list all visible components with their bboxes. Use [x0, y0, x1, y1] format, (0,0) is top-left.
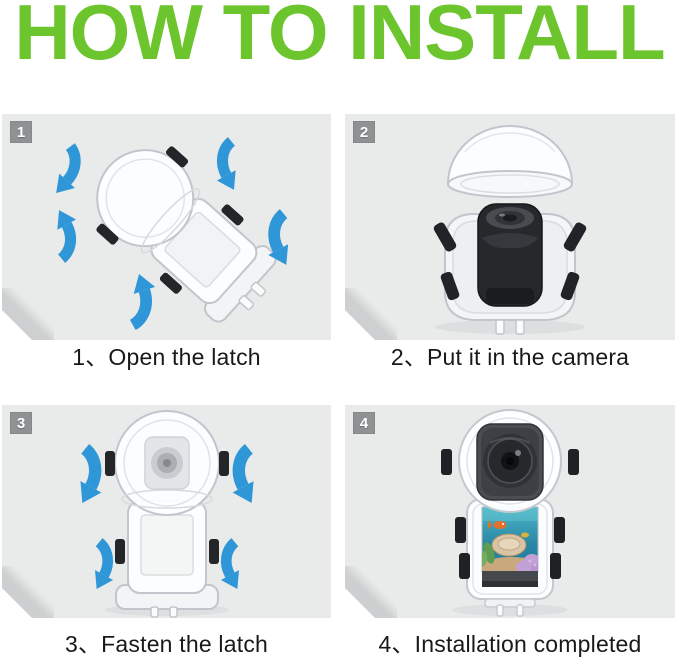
shadow — [452, 604, 568, 616]
curved-arrow-icon — [233, 449, 254, 503]
curved-arrow-icon — [95, 542, 113, 589]
step-4-badge: 4 — [353, 412, 375, 434]
curved-arrow-icon — [57, 210, 76, 258]
insert-camera-illustration — [345, 114, 675, 340]
step-2-caption: 2、Put it in the camera — [390, 344, 630, 370]
step-3-panel: 3 — [2, 405, 331, 618]
step-1-panel: 1 — [2, 114, 331, 340]
curved-arrow-icon — [217, 141, 236, 189]
open-latch-illustration — [2, 114, 331, 340]
curved-arrow-icon — [80, 449, 101, 503]
camera-lens — [477, 424, 543, 500]
step-4-caption: 4、Installation completed — [378, 631, 642, 657]
shadow — [435, 320, 585, 334]
page-title: HOW TO INSTALL — [14, 0, 665, 76]
curved-arrow-icon — [128, 274, 156, 328]
curved-arrow-icon — [221, 542, 239, 589]
step-3-caption: 3、Fasten the latch — [64, 631, 269, 657]
installation-complete-illustration — [345, 405, 675, 618]
camera-screen — [477, 507, 545, 587]
latch-icons — [105, 451, 229, 564]
step-1-badge: 1 — [10, 121, 32, 143]
latch-icons — [95, 145, 249, 299]
dome-lid — [448, 126, 572, 197]
camera-body — [478, 204, 542, 306]
step-1-caption: 1、Open the latch — [72, 344, 261, 370]
latch-icons — [432, 221, 587, 301]
step-2-panel: 2 — [345, 114, 675, 340]
curved-arrow-icon — [55, 146, 85, 198]
step-2-badge: 2 — [353, 121, 375, 143]
latch-icons — [441, 449, 579, 579]
step-4-panel: 4 — [345, 405, 675, 618]
step-3-badge: 3 — [10, 412, 32, 434]
fasten-latch-illustration — [2, 405, 331, 618]
